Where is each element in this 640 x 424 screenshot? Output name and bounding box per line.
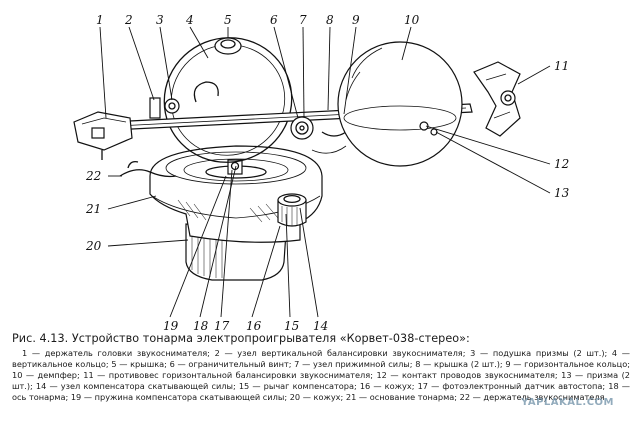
callout-20: 20 [85,239,102,253]
callout-22: 22 [85,169,101,183]
callout-17: 17 [214,319,230,330]
callout-11: 11 [554,59,569,73]
vertical-balance [149,97,180,119]
callout-9: 9 [352,13,360,27]
callout-16: 16 [246,319,262,330]
tracking-force-unit [290,116,314,140]
leader-lines [99,26,551,318]
callout-10: 10 [404,13,420,27]
figure-caption: Рис. 4.13. Устройство тонарма электропро… [12,332,630,403]
cueing-holder [119,160,177,178]
tonearm-illustration: 1 2 3 4 5 6 7 8 9 10 11 12 13 14 15 16 1… [73,13,570,330]
callout-8: 8 [326,13,334,27]
callout-21: 21 [85,202,101,216]
callout-5: 5 [224,13,232,27]
callout-3: 3 [156,13,164,27]
damper-ball [337,41,463,167]
callout-numbers: 1 2 3 4 5 6 7 8 9 10 11 12 13 14 15 16 1… [85,13,570,330]
callout-13: 13 [554,186,570,200]
counterweight [473,61,521,137]
callout-15: 15 [284,319,299,330]
callout-12: 12 [554,157,569,171]
callout-1: 1 [96,13,104,27]
callout-18: 18 [193,319,209,330]
antiskate-knob [277,193,307,227]
caption-legend: 1 — держатель головки звукоснимателя; 2 … [12,348,630,402]
watermark: YAPLAKAL.COM [521,397,614,408]
callout-14: 14 [313,319,328,330]
callout-7: 7 [299,13,307,27]
callout-19: 19 [163,319,179,330]
callout-2: 2 [124,13,133,27]
headshell [73,111,133,160]
caption-title: Рис. 4.13. Устройство тонарма электропро… [12,332,470,345]
callout-6: 6 [270,13,278,27]
callout-4: 4 [185,13,194,27]
